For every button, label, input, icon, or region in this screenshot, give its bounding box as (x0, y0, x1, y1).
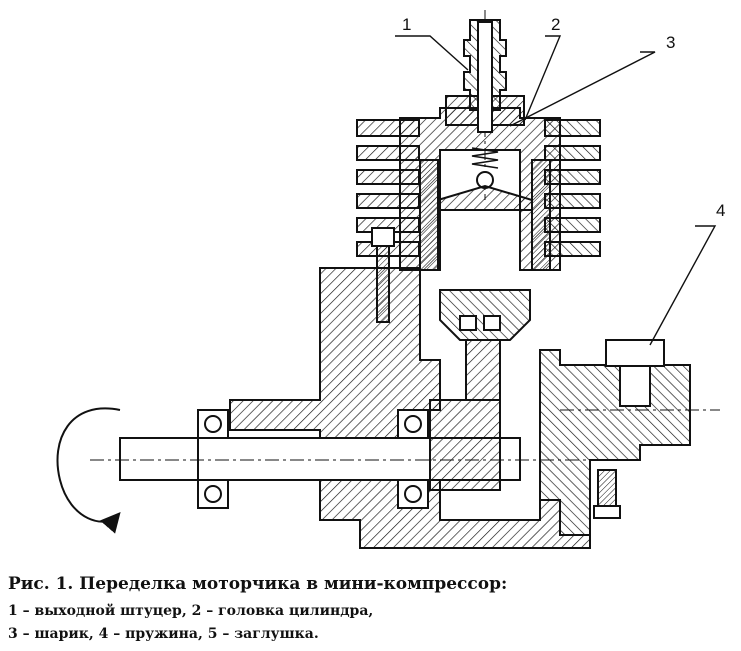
lower-screw (593, 469, 621, 519)
callout-labels: 1 2 3 4 (402, 15, 725, 220)
callout-leaders (395, 35, 717, 346)
callout-1: 1 (402, 15, 411, 34)
figure-legend-line-2: 3 – шарик, 4 – пружина, 5 – заглушка. (8, 626, 319, 642)
plug-bolt (560, 339, 720, 411)
callout-4: 4 (716, 201, 725, 220)
connecting-rod (439, 289, 531, 401)
cylinder-liner (419, 159, 551, 271)
compressor-drawing: 1 2 3 4 (56, 10, 725, 549)
figure-legend-line-1: 1 – выходной штуцер, 2 – головка цилиндр… (8, 603, 374, 619)
callout-2: 2 (551, 15, 560, 34)
spring (471, 147, 499, 169)
outlet-fitting (445, 10, 525, 200)
bearing-rear (397, 409, 429, 509)
mounting-bolt-left (371, 227, 395, 323)
bearing-front (197, 409, 229, 509)
figure-caption-title: Рис. 1. Переделка моторчика в мини-компр… (8, 574, 508, 594)
crankshaft (90, 399, 600, 491)
callout-3: 3 (666, 33, 675, 52)
rotation-arrow (56, 407, 121, 534)
cylinder-head (399, 107, 561, 271)
crankcase-right (539, 349, 691, 536)
